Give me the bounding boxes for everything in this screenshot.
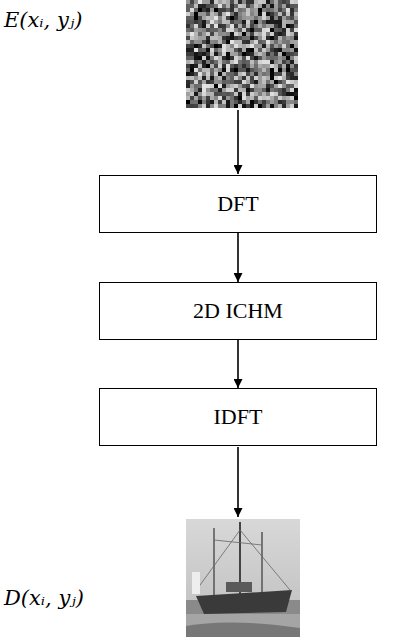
flow-arrow: [237, 340, 239, 388]
box-label: IDFT: [214, 404, 263, 430]
process-box: IDFT: [99, 388, 377, 446]
encrypted-image: [186, 0, 298, 108]
box-label: DFT: [217, 191, 259, 217]
flow-arrow: [237, 110, 239, 174]
signal-label: E(xᵢ, yⱼ): [4, 8, 83, 32]
decrypted-boat-image: [186, 519, 300, 637]
flow-arrow: [237, 447, 239, 517]
box-label: 2D ICHM: [193, 298, 283, 324]
signal-label: D(xᵢ, yⱼ): [4, 586, 84, 610]
flow-arrow: [237, 233, 239, 282]
process-box: 2D ICHM: [99, 282, 377, 340]
process-box: DFT: [99, 175, 377, 233]
